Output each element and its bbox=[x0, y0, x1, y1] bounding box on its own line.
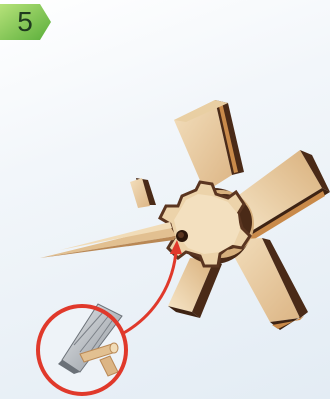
detail-callout bbox=[38, 304, 126, 394]
rotor-blade-top bbox=[174, 100, 244, 192]
axle-stick bbox=[40, 222, 176, 258]
hub-hole bbox=[176, 230, 188, 242]
rotor-blade-upper-left bbox=[130, 178, 156, 208]
callout-arrow bbox=[118, 252, 176, 336]
